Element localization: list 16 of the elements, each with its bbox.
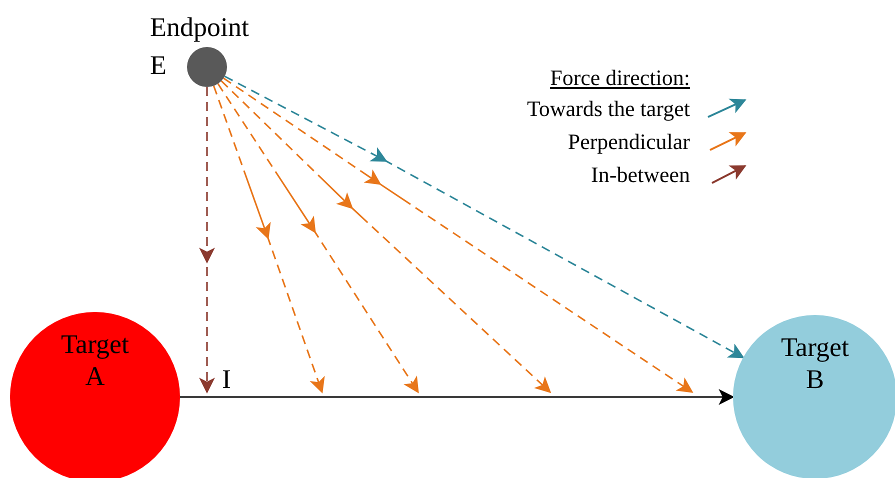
legend-label: In-between	[591, 164, 690, 186]
legend-label: Perpendicular	[568, 131, 690, 153]
force-arrow	[223, 78, 694, 393]
legend-title: Force direction:	[550, 67, 690, 89]
node-label: Target B	[780, 331, 850, 395]
legend-label: Towards the target	[526, 98, 690, 120]
point-label: I	[222, 366, 231, 393]
node-label: Target A	[60, 328, 130, 392]
force-arrow	[224, 76, 744, 358]
force-arrow	[199, 87, 215, 394]
force-arrow	[220, 80, 552, 394]
force-arrow	[180, 389, 735, 405]
node-heading: Endpoint	[150, 14, 249, 41]
force-arrow	[212, 86, 325, 394]
force-arrow	[217, 83, 419, 394]
node-label: E	[150, 52, 166, 79]
